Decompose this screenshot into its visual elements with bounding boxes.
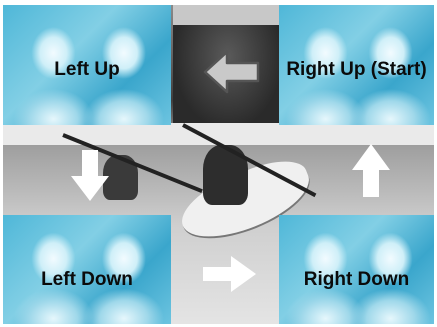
down-arrow-icon: [70, 150, 110, 202]
up-arrow-icon: [351, 144, 391, 198]
tile-label: Right Up (Start): [279, 59, 434, 81]
right-arrow-icon: [203, 254, 257, 294]
tile-left-down[interactable]: Left Down: [3, 215, 171, 324]
tile-left-up[interactable]: Left Up: [3, 5, 171, 125]
left-arrow-icon: [203, 50, 261, 94]
tile-right-up-start[interactable]: Right Up (Start): [279, 5, 434, 125]
tile-label: Left Up: [3, 59, 171, 81]
tile-right-down[interactable]: Right Down: [279, 215, 434, 324]
tile-label: Right Down: [279, 269, 434, 291]
tile-label: Left Down: [3, 269, 171, 291]
navigation-diagram: Left Up Right Up (Start) Left Down Right…: [3, 5, 434, 324]
